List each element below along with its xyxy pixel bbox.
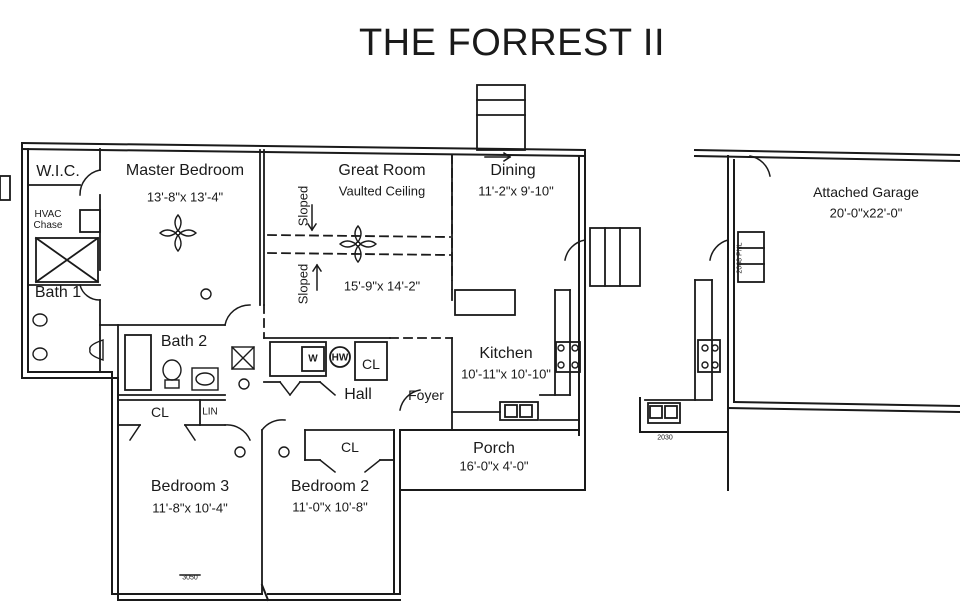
dining-label: Dining [490, 162, 536, 179]
door-code-garage: 2068 PNL [736, 242, 744, 274]
water-heater-label: HW [331, 352, 349, 364]
wic-label: W.I.C. [36, 163, 80, 180]
kitchen-dim: 10'-11"x 10'-10" [461, 366, 551, 382]
porch-label: Porch [473, 440, 515, 457]
bedroom2-label: Bedroom 2 [290, 478, 370, 495]
sloped-label-bottom: Sloped [295, 263, 311, 305]
garage-label: Attached Garage [813, 184, 919, 200]
great-room-sub: Vaulted Ceiling [338, 183, 426, 199]
hvac-label: HVAC Chase [33, 209, 63, 231]
linen-label: LIN [202, 406, 218, 418]
closet-label-hall: CL [362, 356, 380, 372]
porch-dim: 16'-0"x 4'-0" [459, 458, 529, 474]
door-swings [79, 155, 771, 474]
hall-label: Hall [344, 386, 372, 403]
master-bedroom-dim: 13'-8"x 13'-4" [146, 189, 224, 205]
plan-title: THE FORREST II [358, 22, 666, 64]
foyer-label: Foyer [408, 387, 444, 403]
closet-label-bed3: CL [151, 404, 169, 420]
great-room-dim: 15'-9"x 14'-2" [343, 278, 421, 294]
bath1-label: Bath 1 [34, 284, 82, 301]
garage-walls [639, 148, 960, 491]
window-code-garage: 2030 [657, 434, 673, 442]
bath2-label: Bath 2 [160, 333, 208, 350]
dining-dim: 11'-2"x 9'-10" [478, 183, 554, 199]
fixtures [32, 288, 719, 576]
dashed-lines [263, 154, 453, 339]
garage-dim: 20'-0"x22'-0" [829, 205, 903, 221]
bedroom3-label: Bedroom 3 [150, 478, 230, 495]
bedroom2-dim: 11'-0"x 10'-8" [292, 499, 368, 515]
ceiling-fan-icon [158, 213, 378, 264]
kitchen-label: Kitchen [479, 345, 533, 362]
great-room-label: Great Room [338, 162, 426, 179]
interior-walls [0, 84, 765, 595]
exterior-walls [20, 141, 587, 602]
bedroom3-dim: 11'-8"x 10'-4" [152, 500, 228, 516]
arrow-icons [306, 151, 512, 291]
window-code-bed3: 3050 [182, 574, 198, 582]
master-bedroom-label: Master Bedroom [125, 162, 245, 179]
sloped-label-top: Sloped [295, 185, 311, 227]
washer-label: W [308, 353, 318, 365]
closet-label-bed2: CL [341, 439, 359, 455]
